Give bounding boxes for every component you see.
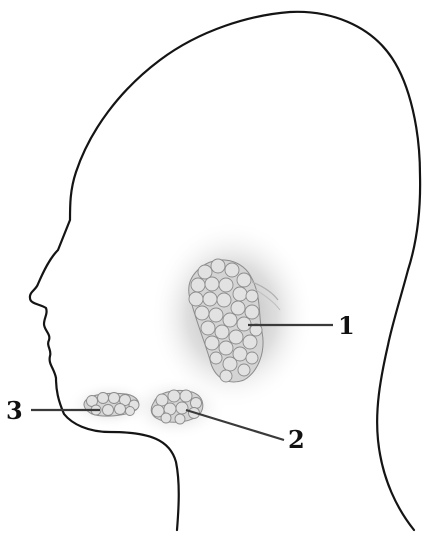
label-sublingual: 3 bbox=[6, 396, 23, 425]
label-submandibular: 2 bbox=[288, 425, 305, 454]
sublingual-gland bbox=[84, 393, 139, 417]
label-parotid: 1 bbox=[338, 311, 355, 340]
